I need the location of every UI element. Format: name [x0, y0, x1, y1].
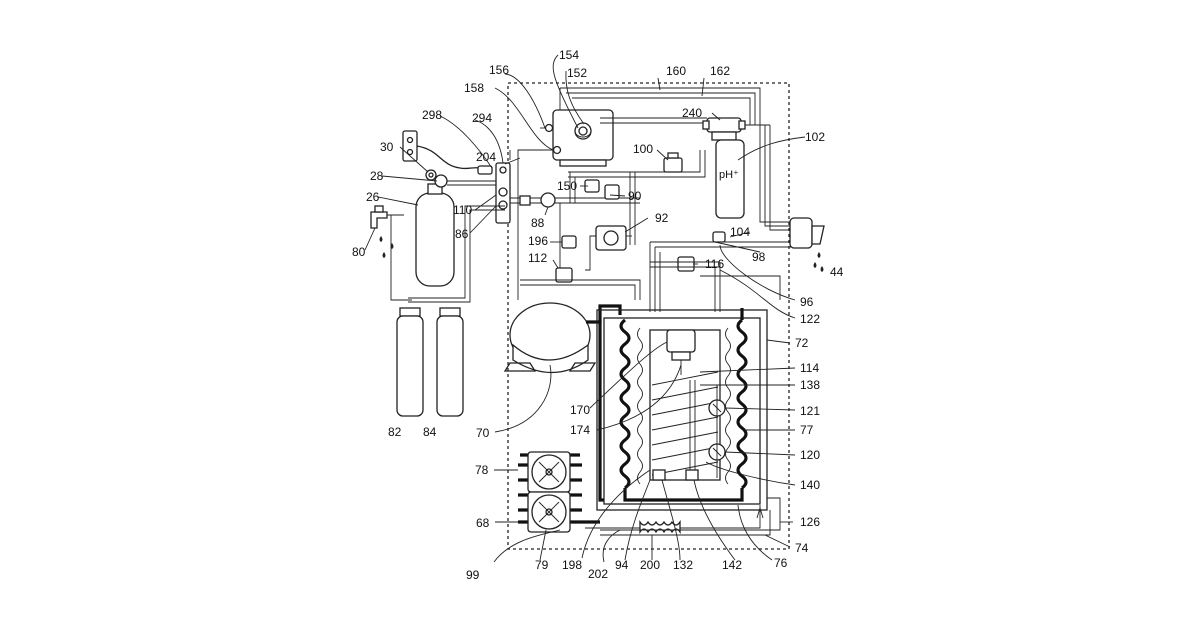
label-170: 170: [570, 403, 590, 417]
label-92: 92: [655, 211, 669, 225]
label-121: 121: [800, 404, 820, 418]
compressor: [505, 303, 620, 373]
label-152: 152: [567, 66, 587, 80]
label-150: 150: [557, 179, 577, 193]
label-44: 44: [830, 265, 844, 279]
label-80: 80: [352, 245, 366, 259]
label-132: 132: [673, 558, 693, 572]
drain-line: [600, 498, 780, 530]
label-174: 174: [570, 423, 590, 437]
label-122: 122: [800, 312, 820, 326]
label-156: 156: [489, 63, 509, 77]
label-76: 76: [774, 556, 788, 570]
label-98: 98: [752, 250, 766, 264]
label-94: 94: [615, 558, 629, 572]
ph-label: pH⁺: [719, 169, 739, 181]
label-160: 160: [666, 64, 686, 78]
label-298: 298: [422, 108, 442, 122]
label-198: 198: [562, 558, 582, 572]
label-112: 112: [528, 251, 547, 265]
label-138: 138: [800, 378, 820, 392]
water-faucet: [371, 206, 412, 300]
label-90: 90: [628, 189, 642, 203]
label-126: 126: [800, 515, 820, 529]
label-26: 26: [366, 190, 380, 204]
label-116: 116: [705, 257, 724, 271]
label-72: 72: [795, 336, 809, 350]
label-79: 79: [535, 558, 549, 572]
label-96: 96: [800, 295, 814, 309]
label-70: 70: [476, 426, 490, 440]
label-104: 104: [730, 225, 750, 239]
label-200: 200: [640, 558, 660, 572]
label-68: 68: [476, 516, 490, 530]
label-196: 196: [528, 234, 548, 248]
label-86: 86: [455, 227, 469, 241]
label-120: 120: [800, 448, 820, 462]
label-110: 110: [453, 203, 472, 217]
label-158: 158: [464, 81, 484, 95]
label-154: 154: [559, 48, 579, 62]
label-99: 99: [466, 568, 480, 582]
label-240: 240: [682, 106, 702, 120]
label-84: 84: [423, 425, 437, 439]
label-30: 30: [380, 140, 394, 154]
dispenser-nozzle: [790, 218, 824, 272]
label-100: 100: [633, 142, 653, 156]
label-202: 202: [588, 567, 608, 581]
label-162: 162: [710, 64, 730, 78]
label-294: 294: [472, 111, 492, 125]
label-74: 74: [795, 541, 809, 555]
label-78: 78: [475, 463, 489, 477]
thermostat: [667, 330, 695, 375]
label-102: 102: [805, 130, 825, 144]
evaporator-coil-left: [621, 320, 643, 488]
label-142: 142: [722, 558, 742, 572]
valves-and-pump: [505, 150, 800, 312]
label-204: 204: [476, 150, 496, 164]
label-82: 82: [388, 425, 402, 439]
label-114: 114: [800, 361, 819, 375]
label-88: 88: [531, 216, 545, 230]
label-140: 140: [800, 478, 820, 492]
label-77: 77: [800, 423, 814, 437]
label-28: 28: [370, 169, 384, 183]
pressure-gauges: [709, 385, 725, 478]
